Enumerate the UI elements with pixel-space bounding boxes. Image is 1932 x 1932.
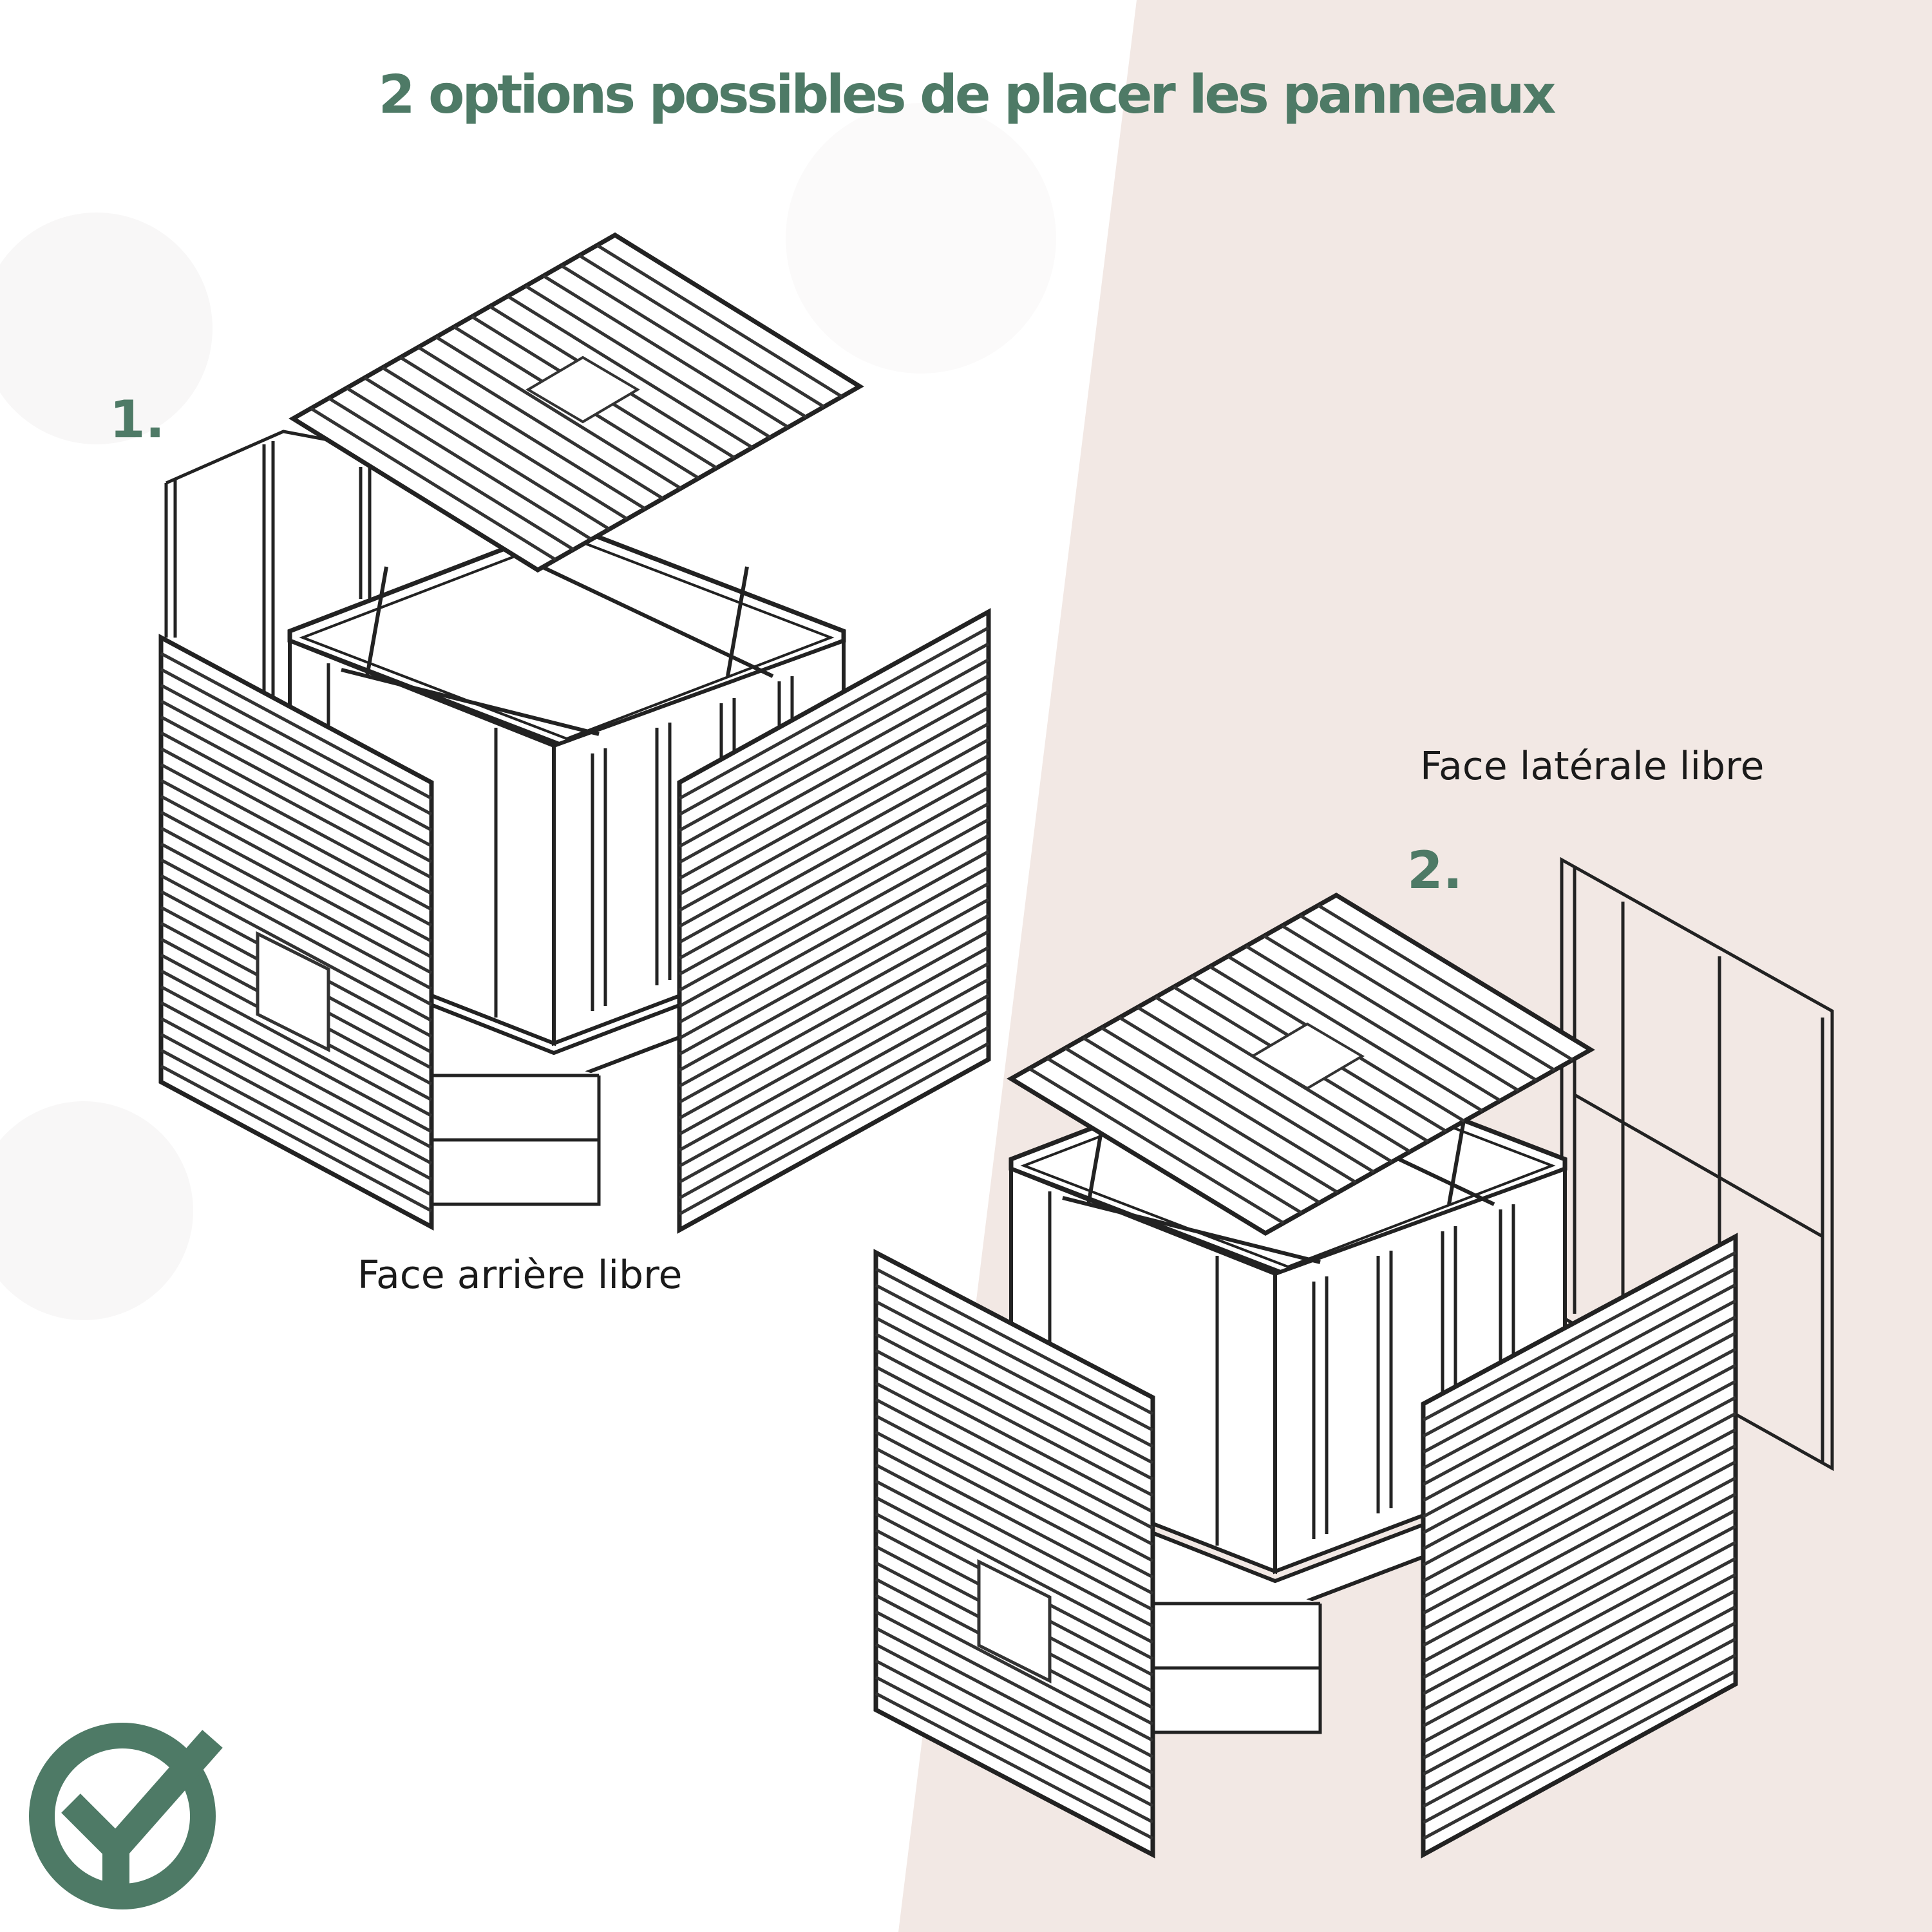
option2-illustration <box>873 857 1834 1859</box>
option2-caption: Face latérale libre <box>1420 744 1765 789</box>
option2-number: 2. <box>1407 840 1463 900</box>
check-y-logo-icon <box>29 1723 223 1909</box>
option1-number: 1. <box>109 390 166 450</box>
option1-caption: Face arrière libre <box>357 1253 683 1298</box>
page-title: 2 options possibles de placer les pannea… <box>378 64 1557 126</box>
option1-illustration <box>158 232 991 1234</box>
